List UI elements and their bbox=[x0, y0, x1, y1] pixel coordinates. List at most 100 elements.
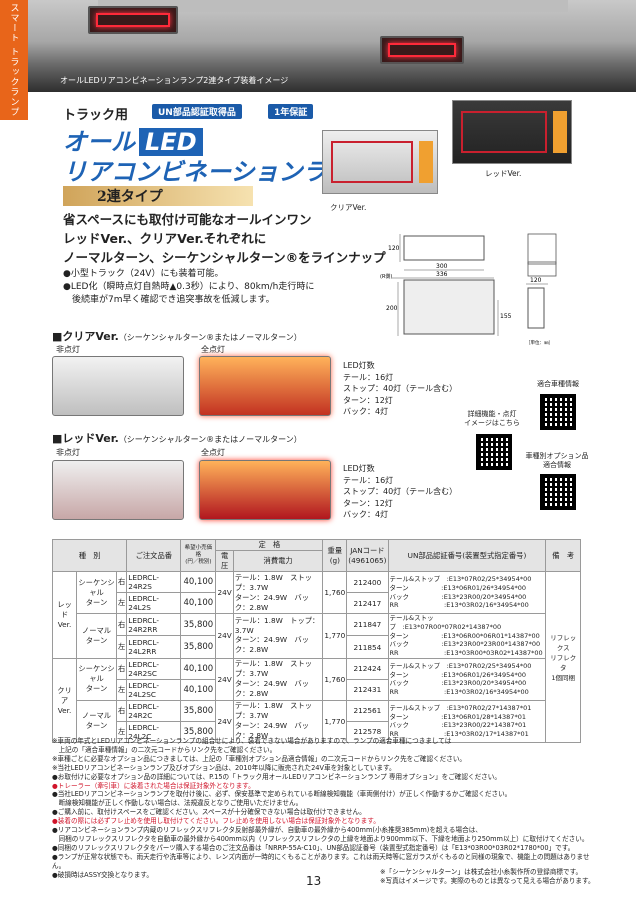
jan-cell: 212561 bbox=[346, 699, 389, 722]
front-view bbox=[403, 279, 495, 335]
col-rating: 定 格 bbox=[215, 539, 324, 551]
note-line: ●ランプが正常な状態でも、雨天走行や洗車等により、レンズ内面が一時的にくもること… bbox=[52, 852, 590, 870]
type-band: 2連タイプ bbox=[63, 186, 253, 206]
price-cell: 40,100 bbox=[180, 678, 217, 701]
code-cell: LEDRCL-24L2SC bbox=[126, 678, 182, 701]
spec-table: 種 別 ご注文品番 希望小売価格 (円／税別) 定 格 重量 (g) JANコー… bbox=[51, 539, 581, 743]
note-line: ●装着の際には必ずフレ止めを使用し取付けてください。フレ止めを使用しない場合は保… bbox=[52, 817, 380, 826]
notes: ※車両の年式とLEDリアコンビネーションランプの組合せにより、装着できない場合が… bbox=[52, 737, 592, 880]
un-badge: UN部品認証取得品 bbox=[152, 104, 242, 119]
dimension-diagram: 120 300 336 (R側) 200 155 120 ［単位：㎜］ bbox=[380, 233, 557, 346]
col-weight: 重量 (g) bbox=[322, 539, 348, 572]
pin-table-bottom bbox=[527, 261, 557, 277]
r-side-label: (R側) bbox=[380, 273, 392, 280]
lead-line: 省スペースにも取付け可能なオールインワン bbox=[63, 212, 312, 227]
amber-turn bbox=[419, 141, 433, 183]
code-cell: LEDRCL-24R2S bbox=[126, 571, 182, 593]
qr-detail-label: 詳細機能・点灯 イメージはこちら bbox=[464, 410, 520, 427]
qr-options-label: 車種別オプション品 適合情報 bbox=[525, 452, 589, 469]
un-cell: テール&ストップ :E13*07R02/25*34954*00 ターン :E13… bbox=[387, 657, 547, 701]
power-cell: テール：1.8W ストップ：3.7W ターン：24.9W バック：2.8W bbox=[232, 571, 324, 614]
dim-width: 300 bbox=[436, 263, 448, 270]
qr-options-code[interactable] bbox=[540, 474, 576, 510]
amber-turn bbox=[553, 111, 567, 153]
voltage-cell: 24V bbox=[215, 571, 234, 614]
clear-lens bbox=[331, 141, 413, 183]
voltage-cell: 24V bbox=[215, 699, 234, 743]
note-line: ●リアコンビネーションランプ内蔵のリフレックスリフレクタ反射部最外縁が、自動車の… bbox=[52, 826, 482, 835]
page-number: 13 bbox=[306, 874, 322, 888]
col-voltage: 電圧 bbox=[215, 550, 234, 572]
code-cell: LEDRCL-24R2RR bbox=[126, 612, 182, 637]
dim-mount: 155 bbox=[500, 313, 512, 320]
red-led-info: LED灯数 テール：16灯 ストップ：40灯（テール含む） ターン：12灯 バッ… bbox=[343, 463, 457, 521]
weight-cell: 1,760 bbox=[322, 571, 348, 614]
led-info-line: LED灯数 bbox=[343, 464, 375, 473]
code-cell: LEDRCL-24R2C bbox=[126, 699, 182, 722]
led-info-line: ターン：12灯 bbox=[343, 498, 393, 508]
power-cell: テール：1.8W トップ：3.7W ターン：24.9W バック：2.8W bbox=[232, 613, 324, 659]
hero-lamp-left bbox=[88, 6, 178, 34]
led-info-line: テール：16灯 bbox=[343, 475, 394, 485]
hero-caption: オールLEDリアコンビネーションランプ2連タイプ装着イメージ bbox=[60, 76, 289, 85]
code-cell: LEDRCL-24L2RR bbox=[126, 635, 182, 659]
clear-off-label: 非点灯 bbox=[56, 345, 80, 354]
price-cell: 35,800 bbox=[180, 612, 217, 637]
remarks-cell: リフレックス リフレクタ 1個同梱 bbox=[545, 571, 581, 743]
footer: ※「シーケンシャルターン」は株式会社小糸製作所の登録商標です。 ※写真はイメージ… bbox=[380, 868, 595, 886]
ver-cell: クリア Ver. bbox=[52, 657, 77, 743]
turn-cell: シーケンシャル ターン bbox=[76, 571, 117, 614]
price-cell: 40,100 bbox=[180, 657, 217, 680]
col-code: ご注文品番 bbox=[126, 539, 182, 572]
un-cell: テール&ストップ :E13*07R00*07R02*14387*00 ターン :… bbox=[387, 613, 547, 659]
un-cell: テール&ストップ :E13*07R02/25*34954*00 ターン :E13… bbox=[387, 571, 547, 614]
col-un: UN部品認証番号(装置型式指定番号) bbox=[387, 539, 547, 572]
bullet: 後続車が7m早く確認でき追突事故を低減します。 bbox=[72, 295, 275, 305]
note-line: ※当社LEDリアコンビネーションランプ及びオプション品は、2010年以降に販売さ… bbox=[52, 763, 396, 772]
top-view bbox=[403, 235, 485, 261]
col-power: 消費電力 bbox=[232, 550, 324, 572]
red-lamp-on bbox=[199, 460, 331, 520]
red-heading-text: ■レッドVer. bbox=[52, 432, 119, 445]
footer-line: ※「シーケンシャルターン」は株式会社小糸製作所の登録商標です。 bbox=[380, 868, 583, 876]
note-line: ●同梱のリフレックスリフレクタをパーツ購入する場合のご注文品番は「NRRP-55… bbox=[52, 843, 575, 852]
dim-overall: 336 bbox=[436, 271, 448, 278]
turn-cell: シーケンシャル ターン bbox=[76, 657, 117, 701]
col-kind: 種 別 bbox=[51, 539, 128, 572]
led-info-line: バック：4灯 bbox=[343, 407, 389, 416]
clear-heading-sub: （シーケンシャルターン®またはノーマルターン） bbox=[118, 333, 302, 342]
clear-heading-text: ■クリアVer. bbox=[52, 330, 119, 343]
clear-led-info: LED灯数 テール：16灯 ストップ：40灯（テール含む） ターン：12灯 バッ… bbox=[343, 360, 457, 418]
ver-cell: レッド Ver. bbox=[52, 571, 77, 659]
side-cell: 右 bbox=[115, 612, 128, 637]
weight-cell: 1,770 bbox=[322, 613, 348, 659]
side-cell: 右 bbox=[115, 657, 128, 680]
jan-cell: 212417 bbox=[346, 592, 389, 614]
product-image-red bbox=[452, 100, 572, 164]
price-cell: 35,800 bbox=[180, 720, 217, 743]
bullet: ●LED化（瞬時点灯自熱時▲0.3秒）により、80km/h走行時に bbox=[63, 282, 315, 292]
note-line: ●破損時はASSY交換となります。 bbox=[52, 870, 153, 879]
led-info-line: ストップ：40灯（テール含む） bbox=[343, 487, 458, 496]
led-info-line: LED灯数 bbox=[343, 361, 375, 370]
qr-vehicles-code[interactable] bbox=[540, 394, 576, 430]
weight-cell: 1,760 bbox=[322, 657, 348, 701]
title-led: LED bbox=[139, 128, 203, 156]
red-heading: ■レッドVer.（シーケンシャルターン®またはノーマルターン） bbox=[52, 430, 302, 446]
price-cell: 40,100 bbox=[180, 592, 217, 614]
feature-bullets: ●小型トラック（24V）にも装着可能。 ●LED化（瞬時点灯自熱時▲0.3秒）に… bbox=[63, 268, 314, 307]
code-cell: LEDRCL-24L2S bbox=[126, 592, 182, 614]
dim-front-height: 200 bbox=[386, 305, 398, 312]
jan-cell: 211847 bbox=[346, 612, 389, 637]
product-kind: トラック用 bbox=[63, 108, 129, 123]
dim-height: 120 bbox=[388, 245, 400, 252]
note-line: ●トレーラー（牽引車）に装着された場合は保証対象外となります。 bbox=[52, 781, 255, 790]
lead-line: レッドVer.、クリアVer.それぞれに bbox=[63, 231, 267, 246]
lead-line: ノーマルターン、シーケンシャルターン®をラインナップ bbox=[63, 250, 386, 265]
label-red-ver: レッドVer. bbox=[485, 169, 522, 178]
qr-detail-code[interactable] bbox=[476, 434, 512, 470]
